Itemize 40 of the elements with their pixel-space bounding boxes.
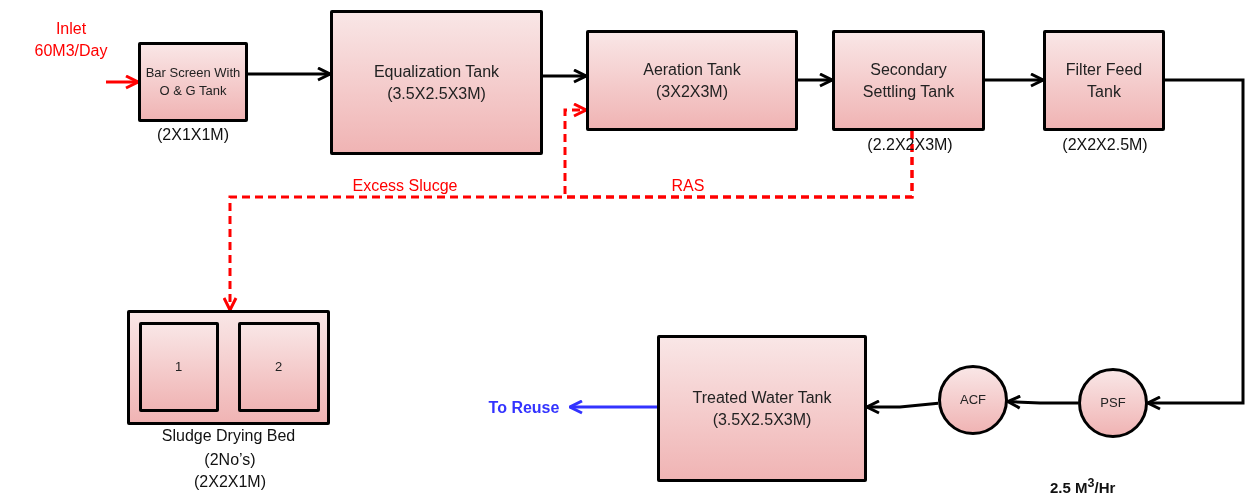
tank-box bbox=[586, 30, 798, 131]
flow-arrow bbox=[106, 74, 140, 90]
tank-box bbox=[330, 10, 543, 155]
tank-label: Equalization Tank bbox=[373, 61, 500, 82]
flow-arrow bbox=[1006, 394, 1078, 410]
tank-label: Aeration Tank bbox=[643, 59, 741, 80]
tank-label: ACF bbox=[960, 391, 986, 409]
tank-box bbox=[138, 321, 219, 412]
flow-arrow bbox=[798, 72, 834, 88]
tank-label: (3.5X2.5X3M) bbox=[712, 409, 812, 430]
tank-box bbox=[1043, 30, 1165, 131]
tank-label: Bar Screen With O & G Tank bbox=[144, 64, 242, 100]
tank-box bbox=[237, 321, 320, 412]
tank-box bbox=[657, 335, 867, 482]
dimension-note: (2No’s) bbox=[203, 450, 257, 470]
tank-label: (3X2X3M) bbox=[656, 81, 728, 102]
flow-label: To Reuse bbox=[488, 398, 560, 419]
flow-arrow bbox=[865, 399, 939, 415]
flow-rate-note: 2.5 M$^{3}$/Hr bbox=[1050, 476, 1116, 496]
bed-label: Sludge Drying Bed bbox=[160, 426, 297, 446]
flow-arrow bbox=[543, 68, 588, 84]
dimension-note: (2X2X1M) bbox=[193, 471, 267, 492]
flow-arrow bbox=[568, 399, 657, 415]
dimension-note: (2X1X1M) bbox=[156, 125, 230, 145]
flow-arrow bbox=[1146, 78, 1245, 411]
tank-box bbox=[832, 30, 985, 131]
tank-label: Filter Feed Tank bbox=[1064, 59, 1144, 102]
dimension-note: (2X2X2.5M) bbox=[1061, 135, 1149, 155]
flow-arrow bbox=[985, 72, 1045, 88]
flow-arrow bbox=[248, 66, 332, 82]
tank-label: Secondary Settling Tank bbox=[861, 59, 956, 102]
tank-label: Treated Water Tank bbox=[692, 387, 832, 408]
tank-box bbox=[138, 42, 248, 122]
flow-label: Inlet 60M3/Day bbox=[34, 19, 108, 61]
tank-label: PSF bbox=[1100, 394, 1126, 412]
dimension-note: (2.2X2X3M) bbox=[866, 135, 954, 155]
tank-label: (3.5X2.5X3M) bbox=[387, 83, 486, 104]
tank-label: 1 bbox=[174, 357, 183, 376]
flow-arrow bbox=[222, 131, 914, 312]
tank-label: 2 bbox=[274, 357, 283, 376]
